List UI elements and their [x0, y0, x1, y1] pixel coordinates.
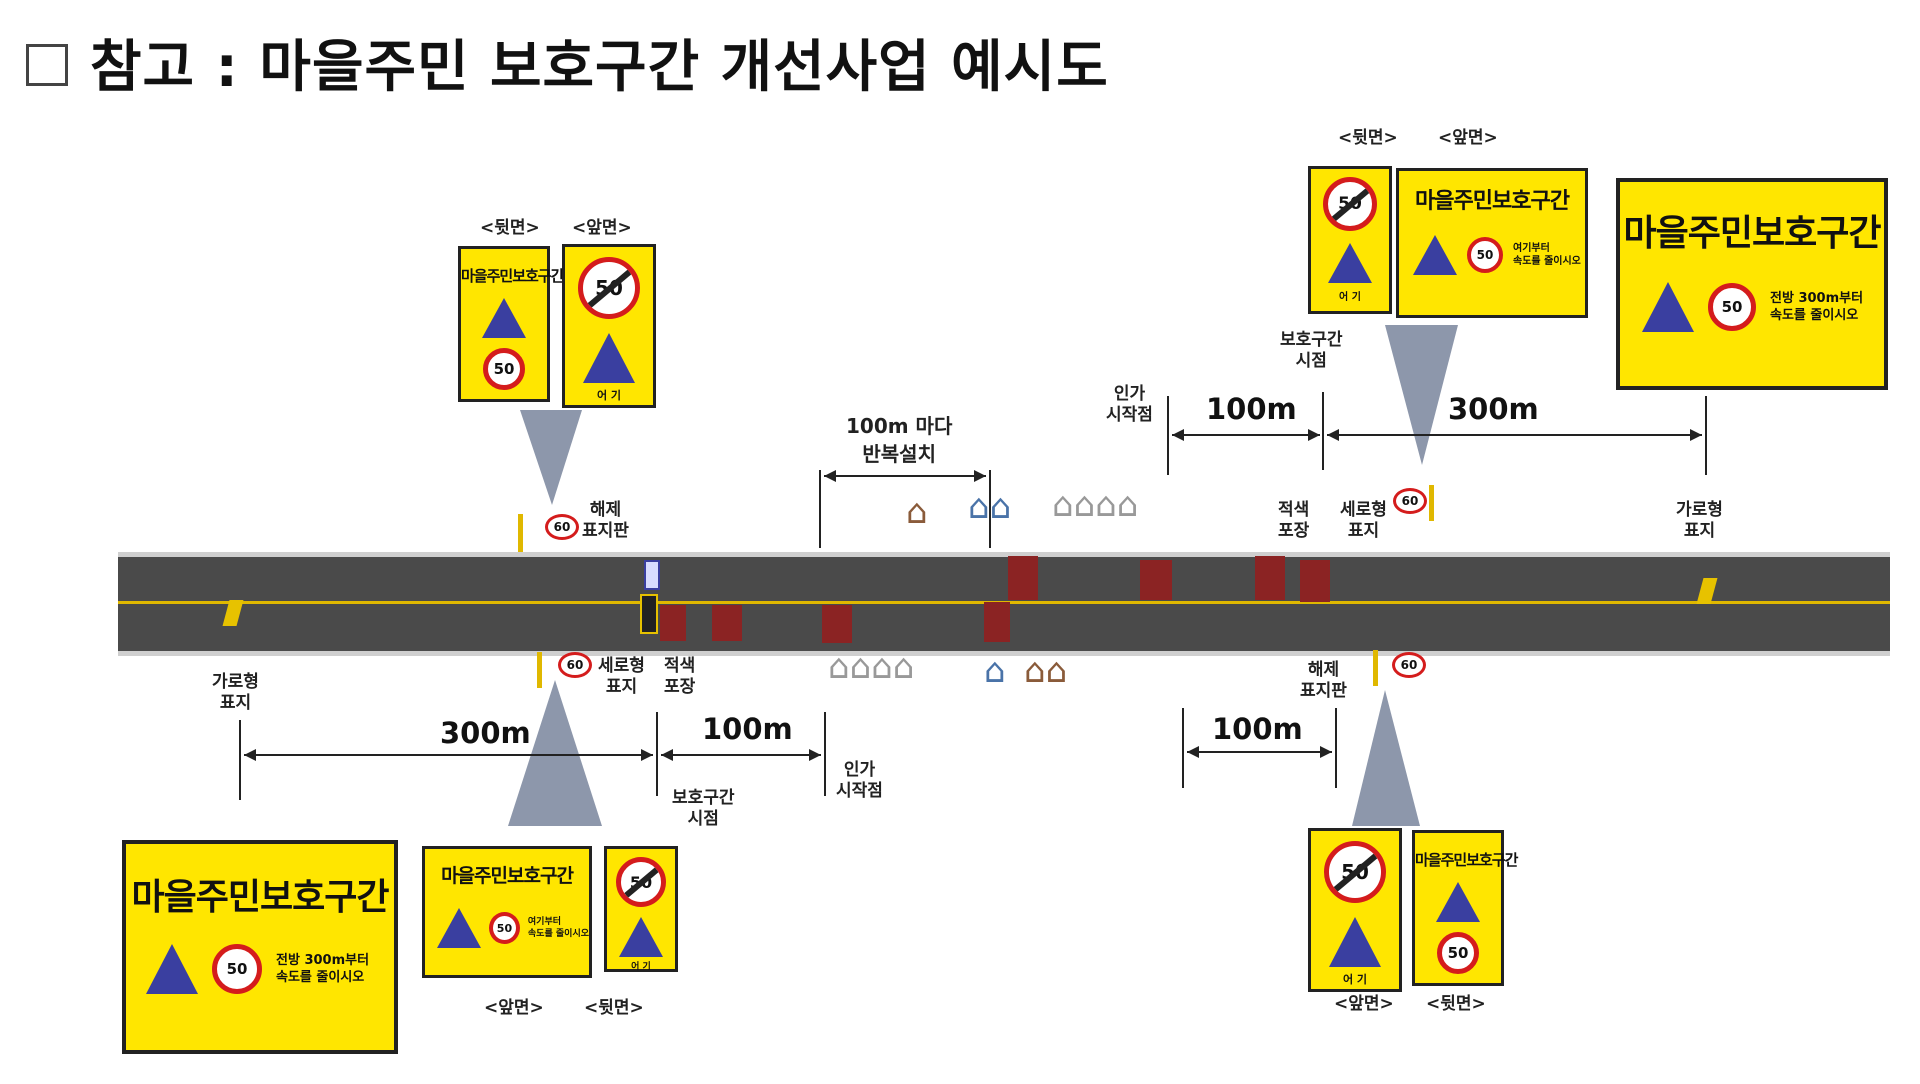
speed-limit-icon: 50: [1708, 283, 1756, 331]
pedestrian-triangle-icon: [583, 333, 635, 383]
pedestrian-triangle-icon: [1642, 282, 1694, 332]
vertical-sign-back: 50 어 기: [1308, 166, 1392, 314]
release-speed-icon: 60: [545, 514, 579, 540]
pedestrian-triangle-icon: [482, 298, 526, 338]
distance-label: 300m: [440, 716, 531, 750]
face-label-back: <뒷면>: [1338, 128, 1398, 148]
beam-lower-left: [508, 680, 602, 826]
house-icon: ⌂⌂: [1024, 651, 1068, 691]
vertical-sign-post-icon: [644, 560, 660, 590]
face-label-back: <뒷면>: [584, 998, 644, 1018]
face-label-front: <앞면>: [1438, 128, 1498, 148]
pedestrian-triangle-icon: [146, 944, 198, 994]
delineator-icon: [537, 652, 542, 688]
speed-limit-icon: 50: [489, 912, 520, 944]
pedestrian-triangle-icon: [619, 917, 663, 957]
pedestrian-triangle-icon: [1413, 235, 1457, 275]
red-paving-patch: [660, 605, 686, 641]
delineator-icon: [518, 514, 523, 552]
title-text: 참고 : 마을주민 보호구간 개선사업 예시도: [90, 35, 1109, 100]
distance-label: 100m: [1212, 712, 1303, 746]
pedestrian-triangle-icon: [1436, 882, 1480, 922]
speed-limit-icon: 50: [578, 257, 640, 319]
house-icon: ⌂⌂⌂⌂: [1052, 485, 1139, 525]
speed-limit-icon: 50: [1324, 841, 1386, 903]
vertical-sign-back: 50 어 기: [604, 846, 678, 972]
house-icon: ⌂: [906, 492, 928, 532]
beam-upper-right: [1385, 325, 1458, 465]
distance-label: 300m: [1448, 392, 1539, 426]
vertical-sign-front: 50 어 기: [562, 244, 656, 408]
pedestrian-triangle-icon: [437, 908, 481, 948]
red-paving-patch: [984, 602, 1010, 642]
speed-limit-icon: 60: [558, 652, 592, 678]
pedestrian-triangle-icon: [1329, 917, 1381, 967]
face-label-front: <앞면>: [572, 218, 632, 238]
vertical-sign-post-icon: [640, 594, 658, 634]
speed-limit-icon: 60: [1393, 488, 1427, 514]
red-paving-patch: [822, 605, 852, 643]
beam-lower-right: [1352, 690, 1420, 826]
face-label-front: <앞면>: [484, 998, 544, 1018]
vertical-sign-front: 50 어 기: [1308, 828, 1402, 992]
speed-limit-icon: 50: [1323, 177, 1377, 231]
speed-limit-icon: 50: [1467, 237, 1503, 273]
red-paving-patch: [712, 605, 742, 641]
pedestrian-triangle-icon: [1328, 243, 1372, 283]
house-icon: ⌂⌂: [968, 487, 1012, 527]
speed-limit-icon: 50: [616, 857, 666, 907]
delineator-icon: [1373, 650, 1378, 686]
checkbox-square-icon: [26, 43, 68, 86]
vertical-sign-back: 마을주민보호구간 50: [1412, 830, 1518, 986]
speed-limit-icon: 50: [483, 348, 525, 390]
red-paving-patch: [1008, 556, 1038, 600]
distance-label: 100m: [702, 712, 793, 746]
house-icon: ⌂: [984, 651, 1006, 691]
page-title: 참고 : 마을주민 보호구간 개선사업 예시도: [26, 22, 1109, 103]
house-icon: ⌂⌂⌂⌂: [828, 647, 915, 687]
red-paving-patch: [1255, 556, 1285, 600]
speed-limit-icon: 50: [1437, 932, 1479, 974]
release-speed-icon: 60: [1392, 652, 1426, 678]
face-label-back: <뒷면>: [480, 218, 540, 238]
face-label-front: <앞면>: [1334, 994, 1394, 1014]
vertical-sign-back: 마을주민보호구간 50: [458, 246, 564, 402]
red-paving-patch: [1300, 560, 1330, 602]
beam-upper-left: [520, 410, 582, 505]
face-label-back: <뒷면>: [1426, 994, 1486, 1014]
red-paving-patch: [1140, 560, 1172, 600]
speed-limit-icon: 50: [212, 944, 262, 994]
delineator-icon: [1429, 485, 1434, 521]
distance-label: 100m: [1206, 392, 1297, 426]
